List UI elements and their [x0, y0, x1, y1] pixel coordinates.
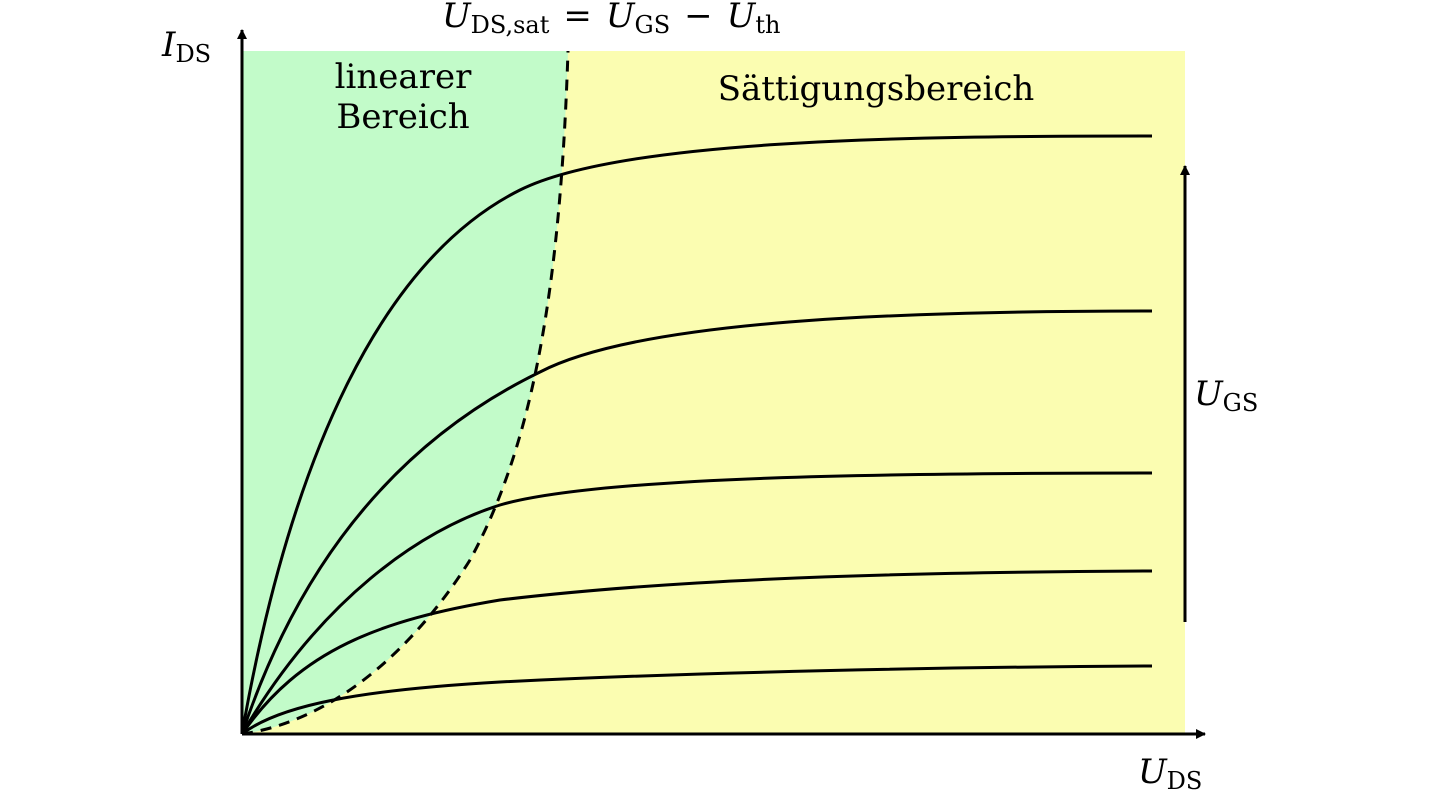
saturation-boundary-curve	[241, 50, 570, 736]
curve-ugs-3	[240, 471, 1153, 735]
curve-ugs-2	[240, 569, 1153, 735]
curve-ugs-1	[241, 664, 1153, 736]
y-axis-label: IDS	[161, 25, 211, 68]
curve-ugs-4	[240, 309, 1153, 735]
linear-region-label-line2: Bereich	[336, 97, 469, 137]
ugs-label: UGS	[1194, 374, 1258, 417]
characteristic-curves	[240, 134, 1153, 736]
saturation-region-label: Sättigungsbereich	[718, 69, 1035, 109]
saturation-boundary-equation: UDS,sat=UGS−Uth	[442, 0, 780, 39]
x-axis-label: UDS	[1138, 752, 1202, 791]
linear-region-label-line1: linearer	[335, 57, 472, 97]
curve-ugs-5	[240, 134, 1153, 735]
